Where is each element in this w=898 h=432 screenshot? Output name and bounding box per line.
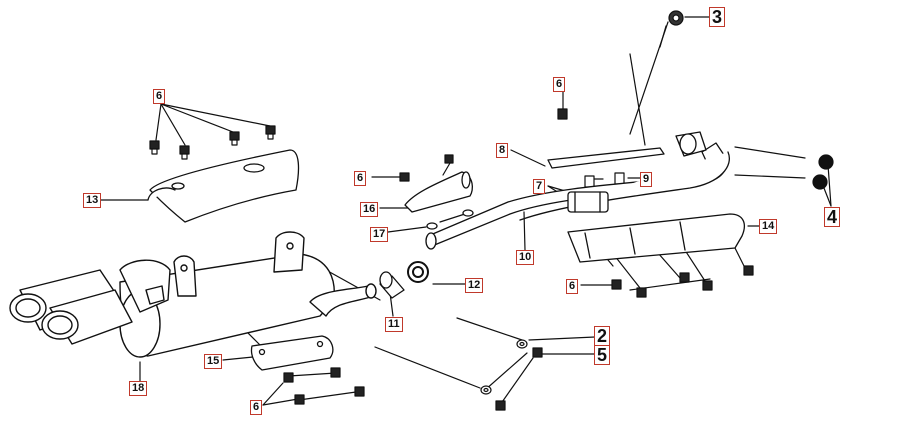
bolt-icon (354, 386, 365, 397)
heat-shield-8 (547, 147, 665, 169)
washer-icon (480, 385, 492, 395)
header-pipe (425, 131, 730, 250)
bolt-icon (229, 131, 240, 146)
nut-icon (668, 10, 684, 26)
callout-14[interactable]: 14 (759, 219, 778, 234)
callout-16[interactable]: 16 (360, 202, 379, 217)
callout-6-bracket-bolts[interactable]: 6 (250, 400, 263, 415)
callout-8[interactable]: 8 (496, 143, 509, 158)
callout-12[interactable]: 12 (465, 278, 484, 293)
heat-shield-14 (567, 213, 745, 263)
stud-icon (614, 172, 625, 185)
callout-6-shield-14-bolts[interactable]: 6 (566, 279, 579, 294)
callout-10[interactable]: 10 (516, 250, 535, 265)
callout-5[interactable]: 5 (594, 345, 611, 365)
bolt-icon (149, 140, 160, 155)
bolt-icon (679, 272, 690, 283)
washer-icon (516, 339, 528, 349)
callout-15[interactable]: 15 (204, 354, 223, 369)
callout-6-shield-8-bolt[interactable]: 6 (553, 77, 566, 92)
bolt-icon (444, 154, 454, 164)
callout-6-muffler-shield-bolts[interactable]: 6 (153, 89, 166, 104)
callout-17[interactable]: 17 (370, 227, 389, 242)
bolt-icon (495, 400, 506, 411)
bolt-icon (532, 347, 543, 358)
fasteners (149, 10, 834, 411)
bolt-icon (557, 108, 568, 120)
heat-shield-16 (404, 171, 474, 213)
nut-icon (812, 174, 828, 190)
bolt-icon (702, 280, 713, 291)
stud-icon (584, 175, 595, 188)
callout-7[interactable]: 7 (533, 179, 546, 194)
heat-shield-13 (147, 149, 300, 223)
bolt-icon (330, 367, 341, 378)
callout-6-shield-16-bolts[interactable]: 6 (354, 171, 367, 186)
bolt-icon (611, 279, 622, 290)
gasket-12 (407, 261, 429, 283)
bolt-icon (179, 145, 190, 160)
grommet-17 (426, 209, 474, 230)
nut-icon (818, 154, 834, 170)
callout-11[interactable]: 11 (385, 317, 403, 332)
muffler (119, 231, 377, 358)
bolt-icon (265, 125, 276, 140)
callout-2[interactable]: 2 (594, 326, 611, 346)
bracket-plate-15 (250, 335, 334, 371)
callout-13[interactable]: 13 (83, 193, 102, 208)
callout-4[interactable]: 4 (824, 207, 841, 227)
bolt-icon (636, 287, 647, 298)
callout-3[interactable]: 3 (709, 7, 726, 27)
bolt-icon (399, 172, 410, 182)
sleeve-11 (379, 271, 405, 299)
bolt-icon (294, 394, 305, 405)
bolt-icon (743, 265, 754, 276)
tail-tips (9, 269, 133, 345)
bolt-icon (283, 372, 294, 383)
callout-18[interactable]: 18 (129, 381, 148, 396)
callout-9[interactable]: 9 (640, 172, 653, 187)
